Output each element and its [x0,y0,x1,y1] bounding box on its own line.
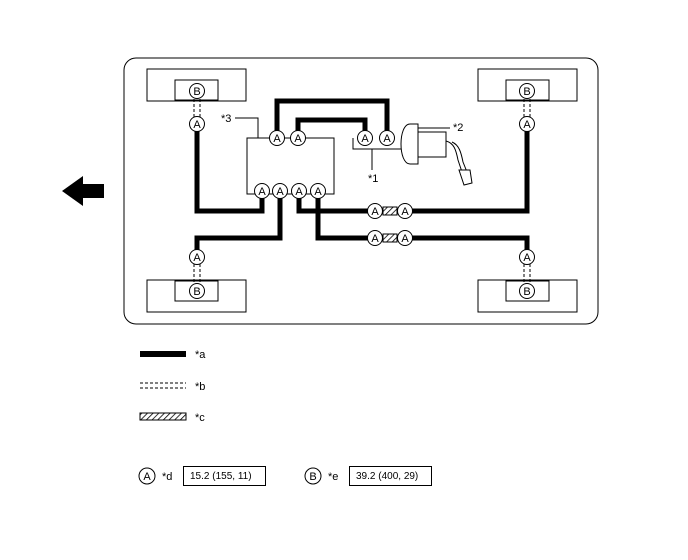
marker-a-actuator-bottom-3: A [291,183,307,199]
svg-text:A: A [371,206,379,218]
wheel-front-right [477,68,578,102]
svg-text:B: B [523,286,530,298]
marker-a-front-right: A [519,116,535,132]
svg-text:A: A [314,186,322,198]
marker-a-front-left: A [189,116,205,132]
torque-symbol-b: B [304,467,322,485]
torque-label-a: *d [162,471,172,483]
legend-swatch-hatched [139,412,187,421]
svg-text:B: B [309,471,316,483]
svg-text:B: B [193,286,200,298]
marker-a-actuator-top-2: A [290,130,306,146]
svg-text:A: A [273,133,281,145]
legend-label-a: *a [195,349,206,361]
callout-label-2: *2 [453,122,463,134]
svg-text:A: A [361,133,369,145]
torque-symbol-a: A [138,467,156,485]
svg-text:A: A [294,133,302,145]
hatched-segments [382,206,398,243]
wheel-rear-right [477,279,578,313]
marker-a-rear-left: A [189,249,205,265]
callout-label-1: *1 [368,173,378,185]
marker-a-actuator-bottom-1: A [254,183,270,199]
svg-text:A: A [193,252,201,264]
marker-b-rear-left: B [189,283,205,299]
brake-booster [400,123,473,186]
master-cylinder [352,138,402,150]
svg-text:A: A [295,186,303,198]
marker-b-front-right: B [519,83,535,99]
marker-b-rear-right: B [519,283,535,299]
svg-text:A: A [371,233,379,245]
marker-b-front-left: B [189,83,205,99]
front-arrow-left-icon [62,176,104,206]
flexible-hoses-dashed [193,99,531,283]
torque-value-b: 39.2 (400, 29) [349,466,432,486]
legend-label-c: *c [195,412,205,424]
legend-label-b: *b [195,381,205,393]
callout-leader-3 [235,117,259,138]
legend-swatch-solid [140,351,186,357]
svg-text:B: B [193,86,200,98]
svg-text:A: A [401,233,409,245]
brake-lines-solid [194,98,530,250]
svg-text:A: A [401,206,409,218]
vehicle-outline [123,57,599,325]
wheel-rear-left [146,279,247,313]
svg-text:A: A [258,186,266,198]
svg-text:A: A [383,133,391,145]
svg-text:A: A [523,252,531,264]
marker-a-actuator-bottom-4: A [310,183,326,199]
callout-label-3: *3 [221,113,231,125]
marker-a-master-cyl-1: A [357,130,373,146]
svg-text:A: A [276,186,284,198]
svg-text:A: A [193,119,201,131]
marker-a-master-cyl-2: A [379,130,395,146]
marker-a-joint-fr-1: A [367,203,383,219]
legend: *a *b *c [139,349,206,424]
marker-a-actuator-bottom-2: A [272,183,288,199]
svg-text:A: A [523,119,531,131]
marker-a-joint-rr-1: A [367,230,383,246]
wheel-front-left [146,68,247,102]
marker-a-rear-right: A [519,249,535,265]
marker-a-actuator-top-1: A [269,130,285,146]
svg-text:A: A [143,471,151,483]
svg-text:B: B [523,86,530,98]
marker-a-joint-fr-2: A [397,203,413,219]
torque-label-b: *e [328,471,338,483]
torque-value-a: 15.2 (155, 11) [183,466,266,486]
marker-a-joint-rr-2: A [397,230,413,246]
